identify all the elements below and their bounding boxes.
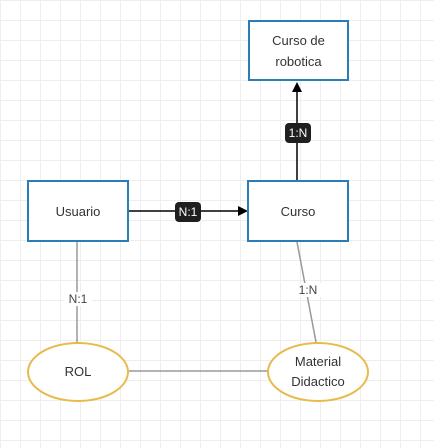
relation-label-usuario-rol: N:1 <box>64 292 92 306</box>
attribute-rol-label: ROL <box>64 364 92 379</box>
entity-curso-robotica-label: Curso de robotica <box>272 32 325 69</box>
attribute-rol[interactable]: ROL <box>27 342 129 402</box>
entity-curso-robotica[interactable]: Curso de robotica <box>248 20 349 81</box>
entity-curso-label: Curso <box>280 203 316 219</box>
relation-badge-curso-robotica: 1:N <box>285 123 311 143</box>
entity-usuario[interactable]: Usuario <box>27 180 129 242</box>
relation-label-curso-material: 1:N <box>294 283 322 297</box>
relation-badge-usuario-curso: N:1 <box>175 202 201 222</box>
attribute-material-didactico-label: Material Didactico <box>291 354 345 389</box>
entity-curso[interactable]: Curso <box>247 180 349 242</box>
entity-usuario-label: Usuario <box>55 203 101 219</box>
attribute-material-didactico[interactable]: Material Didactico <box>267 342 369 402</box>
